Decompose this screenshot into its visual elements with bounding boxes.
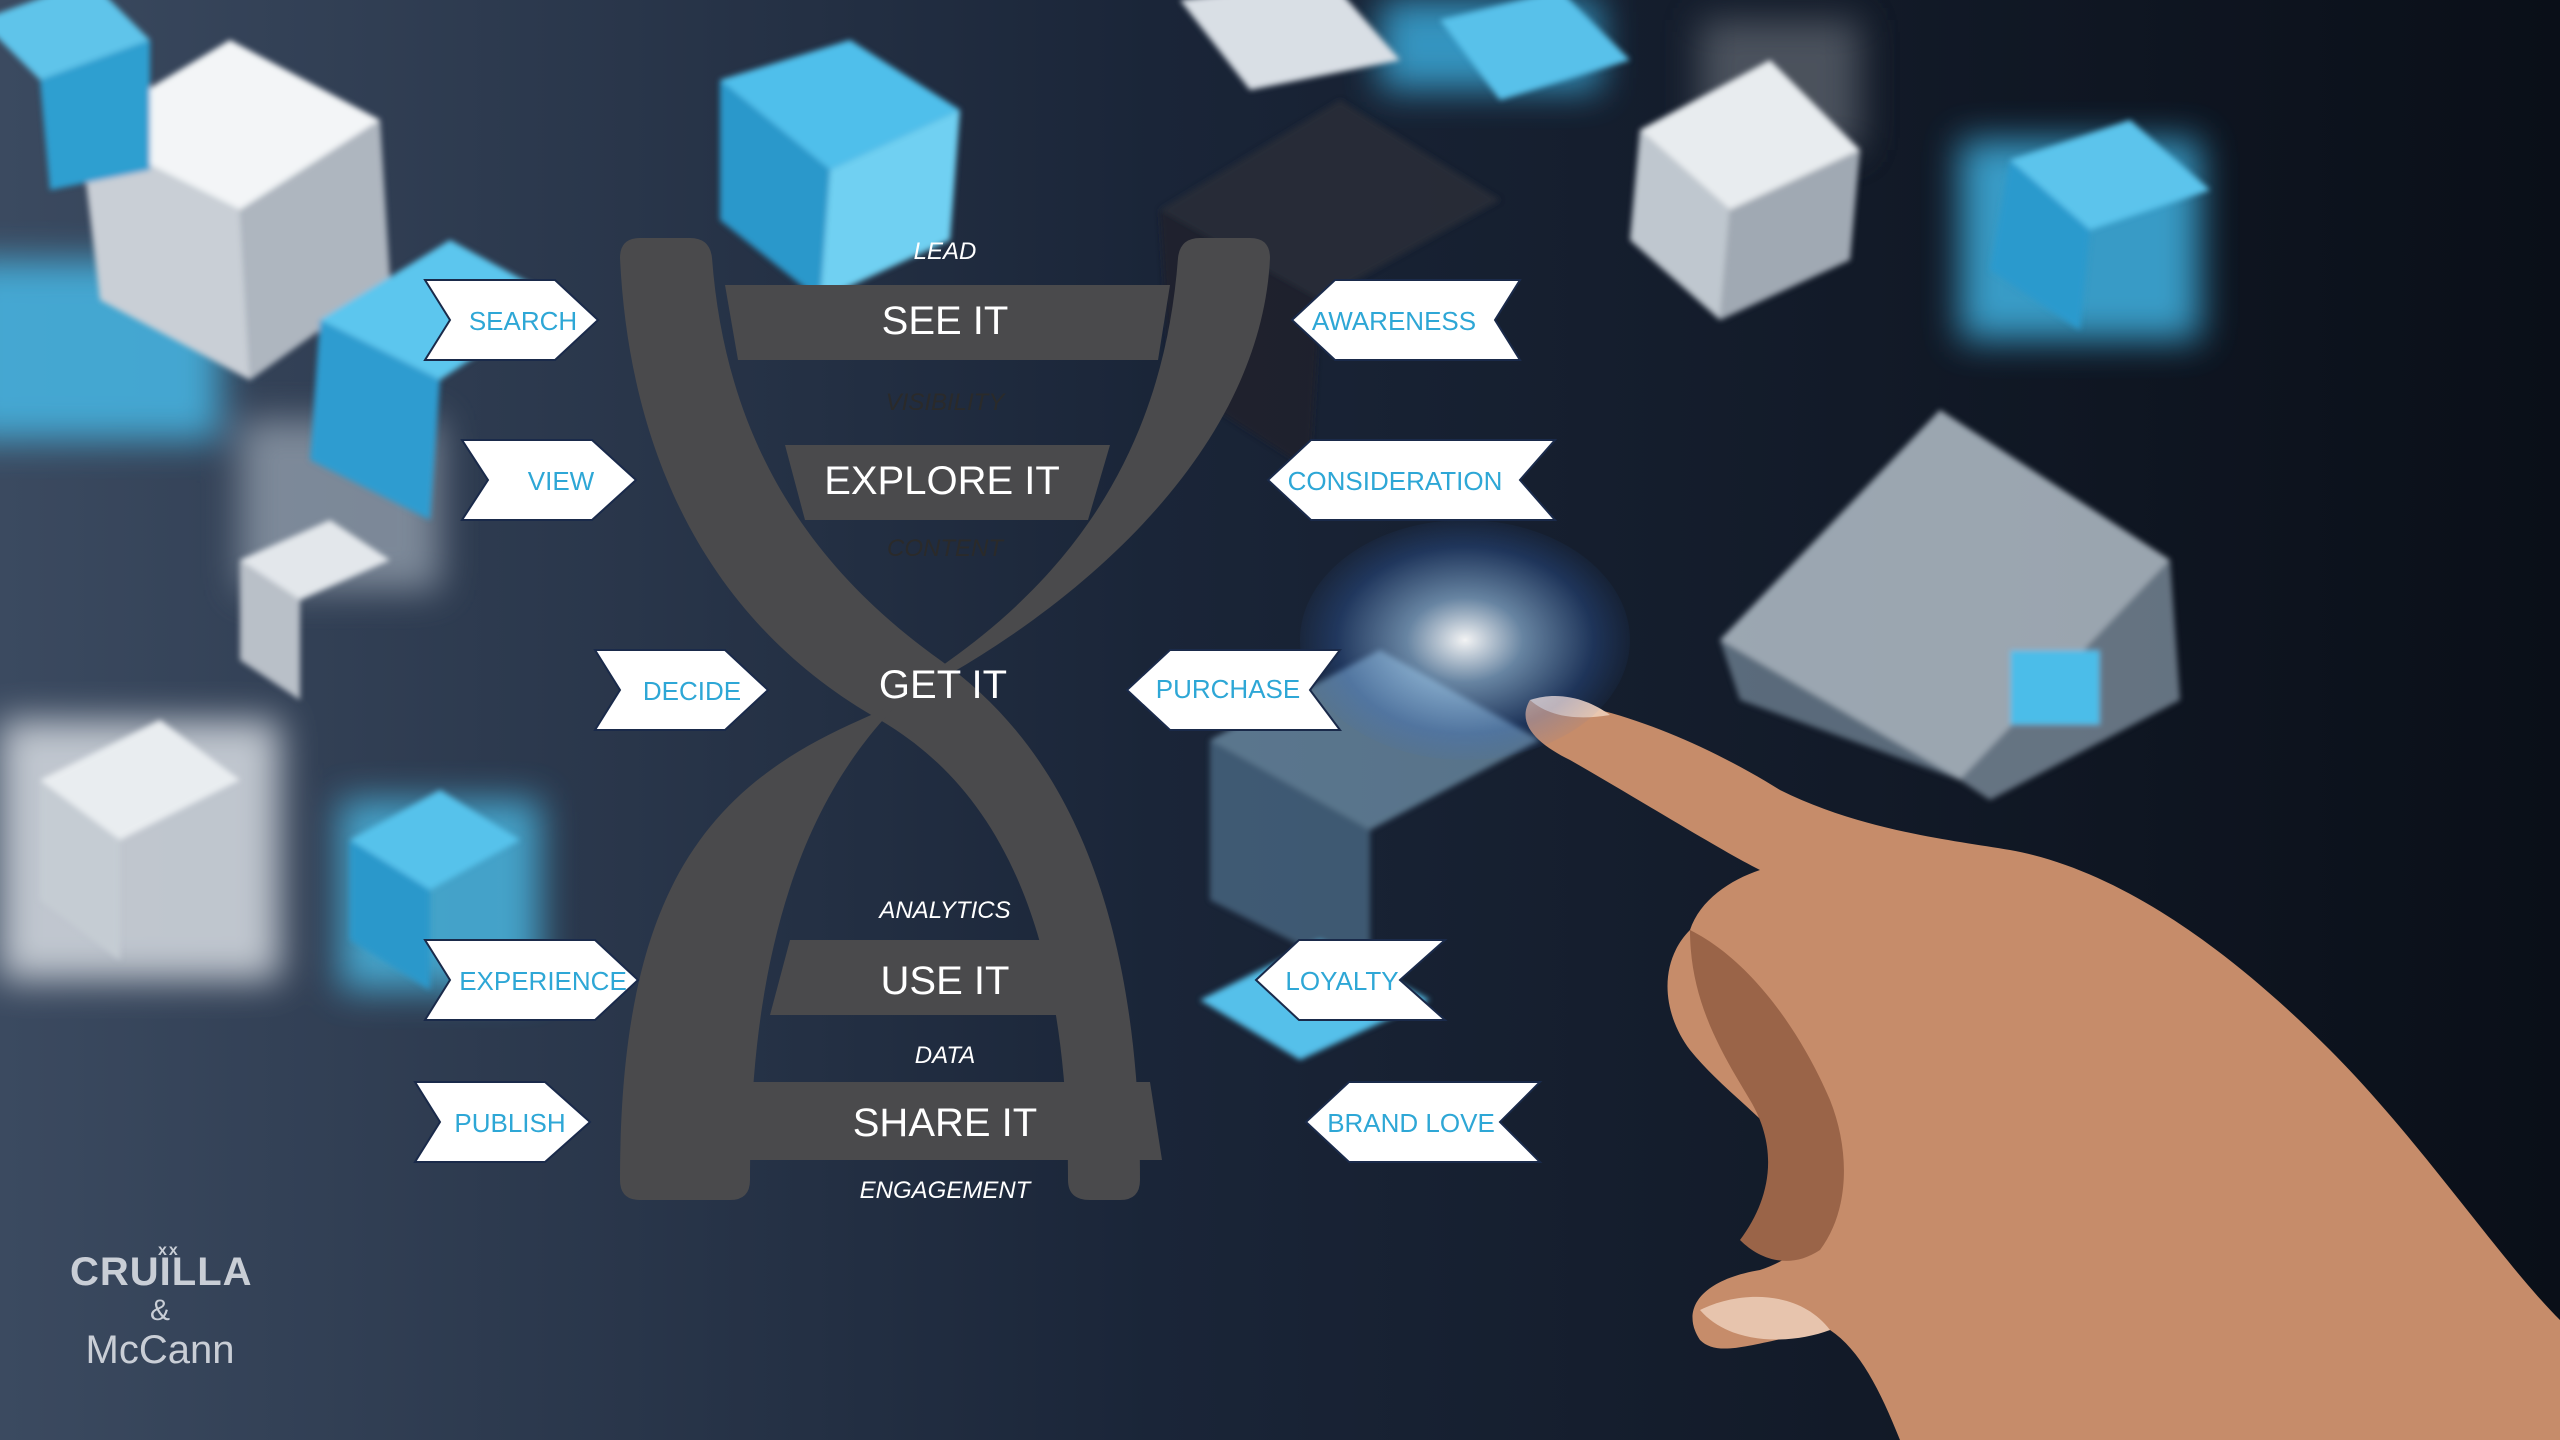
caption-engagement: ENGAGEMENT [860, 1177, 1033, 1204]
stage-see-it: SEE IT [882, 299, 1009, 343]
rung-explore [785, 445, 1110, 520]
cruilla-mccann-logo: xx CRUILLA & McCann [70, 1242, 253, 1372]
tag-purchase-label: PURCHASE [1156, 674, 1300, 704]
stage-share-it: SHARE IT [853, 1101, 1037, 1145]
stage-explore-it: EXPLORE IT [824, 459, 1060, 503]
caption-lead: LEAD [914, 238, 977, 265]
rung-share [728, 1082, 1162, 1160]
stage-get-it: GET IT [879, 663, 1007, 707]
helix [620, 238, 1270, 1200]
tag-search: SEARCH [423, 279, 600, 361]
rung-use [770, 940, 1100, 1015]
tag-awareness: AWARENESS [1290, 279, 1522, 361]
caption-data: DATA [915, 1042, 975, 1069]
tag-experience: EXPERIENCE [423, 939, 640, 1021]
right-tags: AWARENESS CONSIDERATION PURCHASE LOYALTY… [1125, 279, 1558, 1163]
tag-experience-label: EXPERIENCE [459, 966, 627, 996]
stage-use-it: USE IT [881, 959, 1010, 1003]
hand-illustration [1525, 695, 2560, 1440]
rung-see [725, 285, 1170, 360]
caption-analytics: ANALYTICS [877, 897, 1010, 924]
tag-decide-label: DECIDE [643, 676, 741, 706]
tag-view: VIEW [460, 439, 638, 521]
tag-view-label: VIEW [528, 466, 595, 496]
light-glow [1300, 520, 1630, 760]
tag-purchase: PURCHASE [1125, 649, 1342, 731]
tag-consideration-label: CONSIDERATION [1288, 466, 1503, 496]
logo-line-ampersand: & [149, 1294, 170, 1327]
tag-publish-label: PUBLISH [454, 1108, 565, 1138]
tag-decide: DECIDE [593, 649, 770, 731]
helix-strand-right [620, 238, 1270, 1200]
tag-consideration: CONSIDERATION [1266, 439, 1558, 521]
caption-content: CONTENT [887, 535, 1005, 562]
tag-loyalty-label: LOYALTY [1285, 966, 1398, 996]
logo-dots: xx [158, 1242, 180, 1259]
tag-search-label: SEARCH [469, 306, 577, 336]
tag-brand-love: BRAND LOVE [1304, 1081, 1543, 1163]
tag-publish: PUBLISH [413, 1081, 592, 1163]
left-tags: SEARCH VIEW DECIDE EXPERIENCE PUBLISH [413, 279, 770, 1163]
tag-loyalty: LOYALTY [1254, 939, 1448, 1021]
tag-awareness-label: AWARENESS [1312, 306, 1476, 336]
caption-visibility: VISIBILITY [886, 389, 1007, 416]
tag-brand-love-label: BRAND LOVE [1327, 1108, 1495, 1138]
logo-line-mccann: McCann [85, 1328, 235, 1372]
logo-line-cruilla: CRUILLA [70, 1250, 253, 1294]
